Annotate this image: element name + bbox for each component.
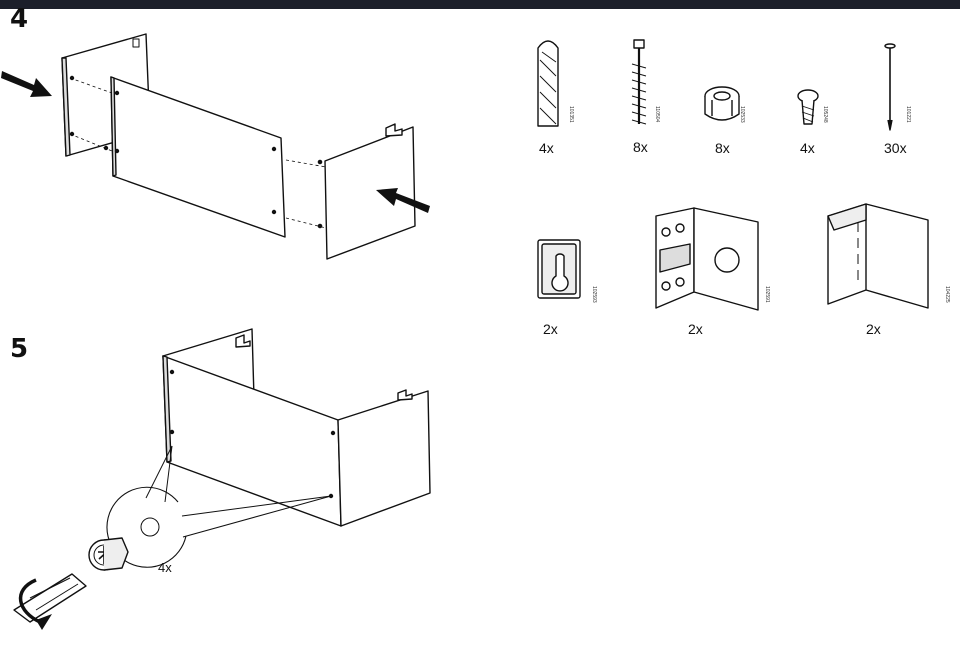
step-number-5: 5: [10, 334, 29, 364]
step5-screwdriver: [13, 573, 87, 623]
part-4-code: 105248: [822, 106, 828, 123]
part-nail: [884, 43, 896, 131]
step5-callout-qty: 4x: [158, 560, 172, 575]
part-4-qty: 4x: [800, 140, 815, 156]
part-1-code: 101351: [568, 106, 574, 123]
step5-rotation-arrow: [18, 578, 52, 630]
part-6-qty: 2x: [543, 321, 558, 337]
part-8-code: 104225: [944, 286, 950, 303]
part-corner-block: [827, 203, 929, 309]
step-number-4: 4: [10, 4, 29, 34]
part-5-code: 101221: [905, 106, 911, 123]
part-keyhole-bracket: [537, 239, 581, 299]
part-wooden-dowel: [537, 40, 559, 127]
step4-arrow-right: [376, 188, 430, 213]
part-3-qty: 8x: [715, 140, 730, 156]
step5-callout-lines: [145, 445, 332, 538]
part-3-code: 102533: [739, 106, 745, 123]
step4-arrow-left: [1, 71, 52, 97]
part-cam-bolt: [631, 39, 647, 125]
step4-front-side-panel: [317, 123, 416, 260]
part-cam-lock-nut: [704, 86, 740, 121]
part-7-code: 102591: [764, 286, 770, 303]
part-5-qty: 30x: [884, 140, 907, 156]
part-corner-bracket: [655, 207, 759, 311]
part-2-code: 110504: [654, 106, 660, 123]
part-1-qty: 4x: [539, 140, 554, 156]
step5-cabinet: [162, 328, 431, 527]
step4-dashed-guides: [69, 77, 327, 229]
part-8-qty: 2x: [866, 321, 881, 337]
step5-cam-lock-fitting: [88, 537, 129, 571]
part-screw: [797, 89, 819, 125]
step4-back-panel: [110, 76, 286, 238]
part-7-qty: 2x: [688, 321, 703, 337]
top-bar: [0, 0, 960, 9]
part-2-qty: 8x: [633, 139, 648, 155]
step5-callout-circle: [106, 486, 187, 568]
part-6-code: 102593: [591, 286, 597, 303]
